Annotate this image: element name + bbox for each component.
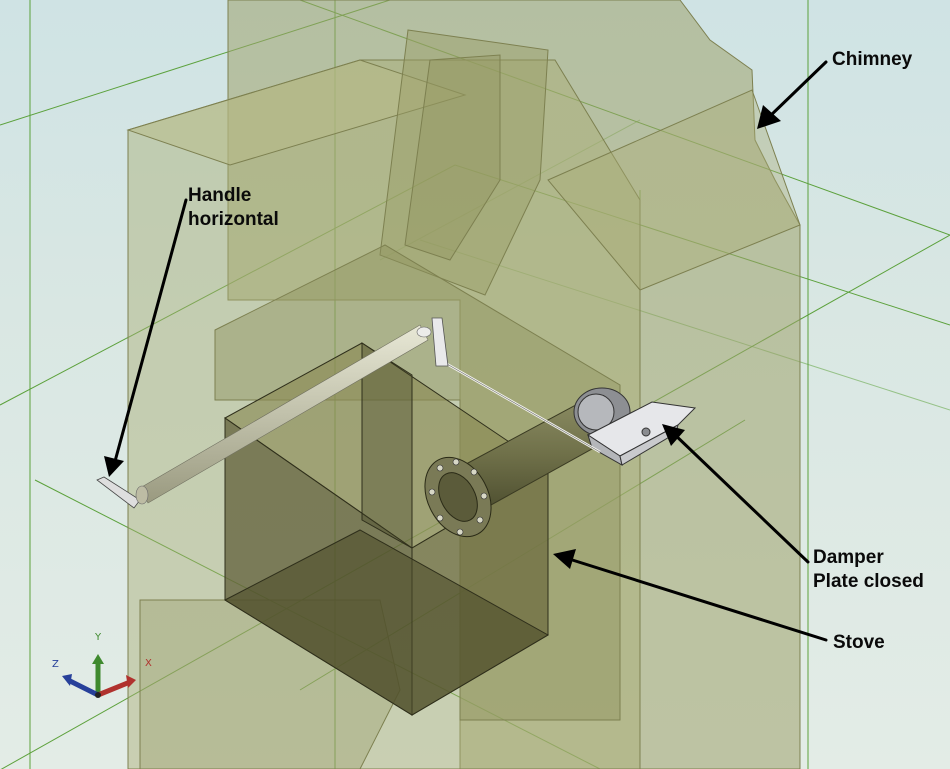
chimney-label: Chimney — [832, 49, 913, 70]
damper-linkage — [96, 317, 601, 509]
damper-label-line-1: Damper — [813, 547, 884, 568]
y-axis-label: Y — [95, 632, 102, 643]
handle-label-line-2: horizontal — [188, 209, 279, 230]
handle-label-line-1: Handle — [188, 185, 252, 206]
chimney-arrow — [766, 60, 828, 120]
x-axis-label: X — [145, 658, 152, 669]
damper-assembly — [573, 387, 697, 466]
callout-arrows — [112, 60, 828, 642]
stove-arrow — [564, 556, 828, 642]
damper-label-line-2: Plate closed — [813, 571, 924, 592]
axis-triad — [62, 654, 136, 698]
stove-label: Stove — [833, 632, 885, 653]
damper-arrow — [670, 430, 810, 564]
callout-arrowheads — [104, 105, 781, 569]
handle-label: Handle horizontal — [188, 184, 279, 232]
handle-arrow — [112, 198, 188, 467]
damper-label: Damper Plate closed — [813, 546, 924, 594]
z-axis-label: Z — [52, 659, 59, 670]
